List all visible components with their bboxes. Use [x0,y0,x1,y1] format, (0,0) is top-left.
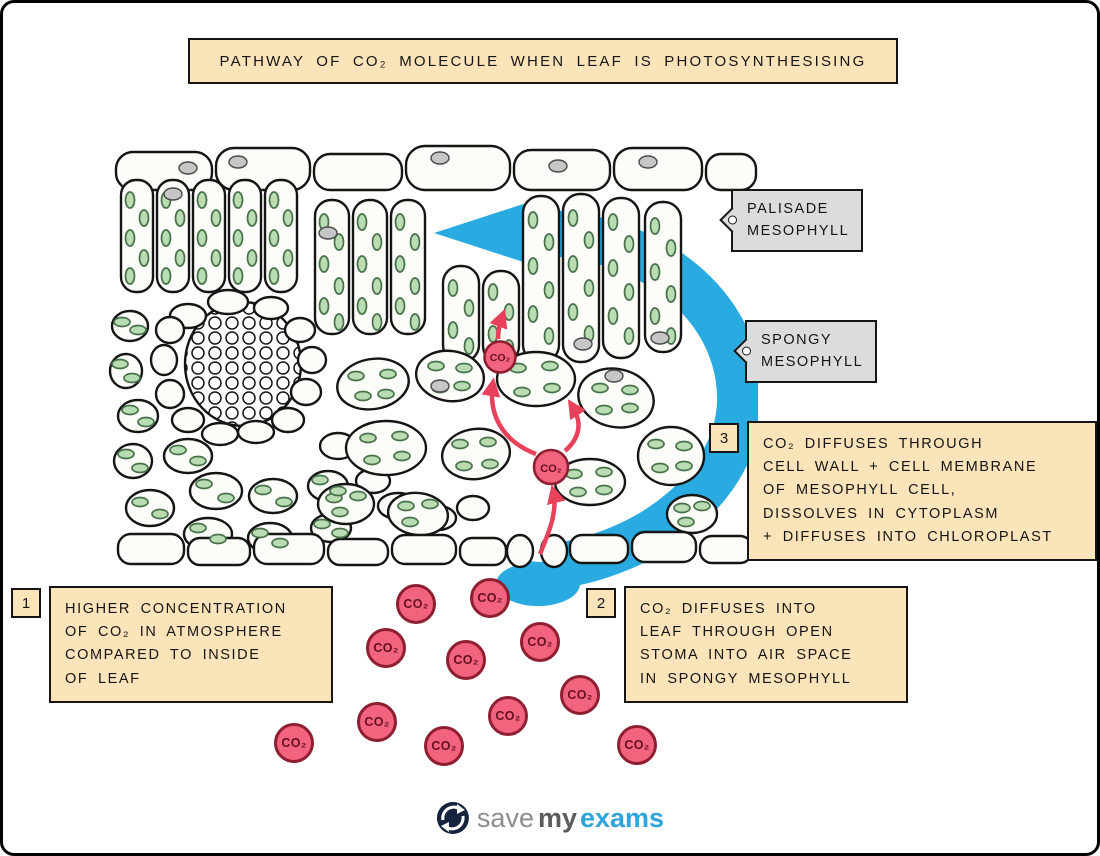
title-box: PATHWAY OF CO₂ MOLECULE WHEN LEAF IS PHO… [188,38,898,84]
co2-molecule: CO₂ [617,725,657,765]
co2-molecule: CO₂ [560,675,600,715]
co2-molecule: CO₂ [488,696,528,736]
guard-cell [505,533,535,569]
co2-diffusion-arrows [481,308,587,555]
co2-molecule: CO₂ [366,628,406,668]
logo-swoosh-icon [436,802,469,834]
step-3-text: CO₂ DIFFUSES THROUGH CELL WALL + CELL ME… [747,421,1097,561]
logo-word-my: my [537,802,577,833]
leaf-cross-section-illustration: CO₂ CO₂ [108,144,758,606]
step-2-number: 2 [586,588,616,618]
step-3-number: 3 [709,423,739,453]
co2-molecule: CO₂ [357,702,397,742]
co2-molecule: CO₂ [396,584,436,624]
co2-label: CO₂ [490,352,511,364]
co2-molecule: CO₂ [470,578,510,618]
co2-label: CO₂ [540,463,562,475]
label-palisade-mesophyll: PALISADE MESOPHYLL [731,189,864,252]
co2-molecule: CO₂ [446,640,486,680]
co2-molecule: CO₂ [274,723,314,763]
co2-molecule: CO₂ [520,622,560,662]
logo-word-save: save [476,802,534,833]
label-spongy-mesophyll: SPONGY MESOPHYLL [745,320,878,383]
step-2-text: CO₂ DIFFUSES INTO LEAF THROUGH OPEN STOM… [624,586,908,703]
logo-word-exams: exams [580,802,665,833]
diagram-title: PATHWAY OF CO₂ MOLECULE WHEN LEAF IS PHO… [219,52,867,70]
co2-molecule: CO₂ [424,726,464,766]
co2-molecule-in-leaf: CO₂ CO₂ [483,340,570,486]
step-1-number: 1 [11,588,41,618]
step-1-text: HIGHER CONCENTRATION OF CO₂ IN ATMOSPHER… [49,586,333,703]
